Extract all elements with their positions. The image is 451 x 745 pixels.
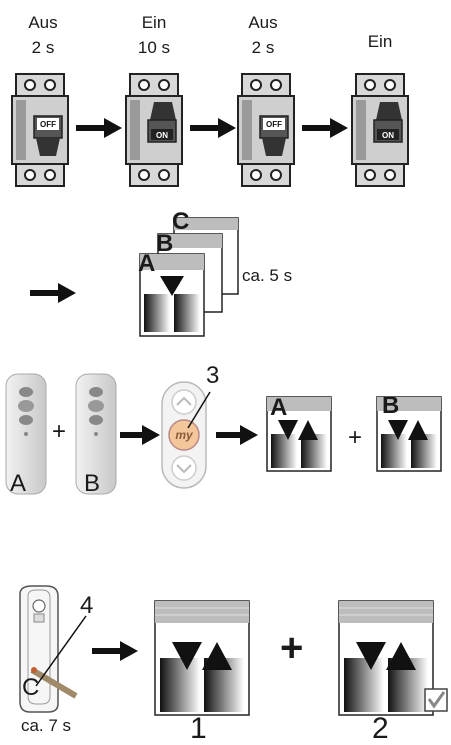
plus-sign: + [52,418,67,445]
remote-a-label: A [10,470,27,497]
remote-back-icon [19,585,78,713]
callout-line [187,391,211,429]
blind-b-label: B [382,392,400,419]
remote-keypad-icon [161,381,207,489]
blind-2-label: 2 [372,712,389,745]
breaker-4-state: ON [382,131,394,140]
remote-control-icon [5,373,47,495]
arrow-right-icon [302,118,348,138]
step-1-state: Aus [28,13,58,32]
arrow-right-icon [216,425,258,445]
group-label-b: B [156,230,174,257]
breaker-off-icon: OFF [237,73,295,187]
plus-sign: + [280,626,304,670]
breaker-on-icon: ON [125,73,183,187]
step-2-state: Ein [141,13,167,32]
blind-up-down-icon [338,600,434,716]
step-1-duration: 2 s [31,38,55,57]
contact-label-c: C [22,674,40,701]
plus-sign: + [348,424,363,451]
breaker-on-icon: ON [351,73,409,187]
group-label-a: A [138,250,156,277]
step-4-state: Ein [367,32,393,51]
arrow-right-icon [92,641,138,661]
breaker-2-state: ON [156,131,168,140]
blind-a-label: A [270,394,288,421]
step-3-state: Aus [248,13,278,32]
arrow-right-icon [76,118,122,138]
callout-4: 4 [80,592,94,619]
blind-stack-icon [139,217,239,337]
callout-3: 3 [206,362,220,389]
callout-line [35,615,87,687]
blind-up-down-icon [266,396,332,472]
my-button: my [175,428,193,442]
blind-up-down-icon [154,600,250,716]
blind-up-down-icon [376,396,442,472]
group-label-c: C [172,208,190,235]
checkmark-icon [424,688,448,712]
arrow-right-icon [190,118,236,138]
remote-control-icon [75,373,117,495]
group-duration: ca. 5 s [242,266,293,285]
breaker-off-icon: OFF [11,73,69,187]
arrow-right-icon [120,425,160,445]
blind-1-label: 1 [190,712,207,745]
step-3-duration: 2 s [251,38,275,57]
remote-b-label: B [84,470,101,497]
arrow-right-icon [30,283,76,303]
final-duration: ca. 7 s [20,716,72,735]
breaker-3-state: OFF [266,120,282,129]
breaker-1-state: OFF [40,120,56,129]
step-2-duration: 10 s [137,38,171,57]
